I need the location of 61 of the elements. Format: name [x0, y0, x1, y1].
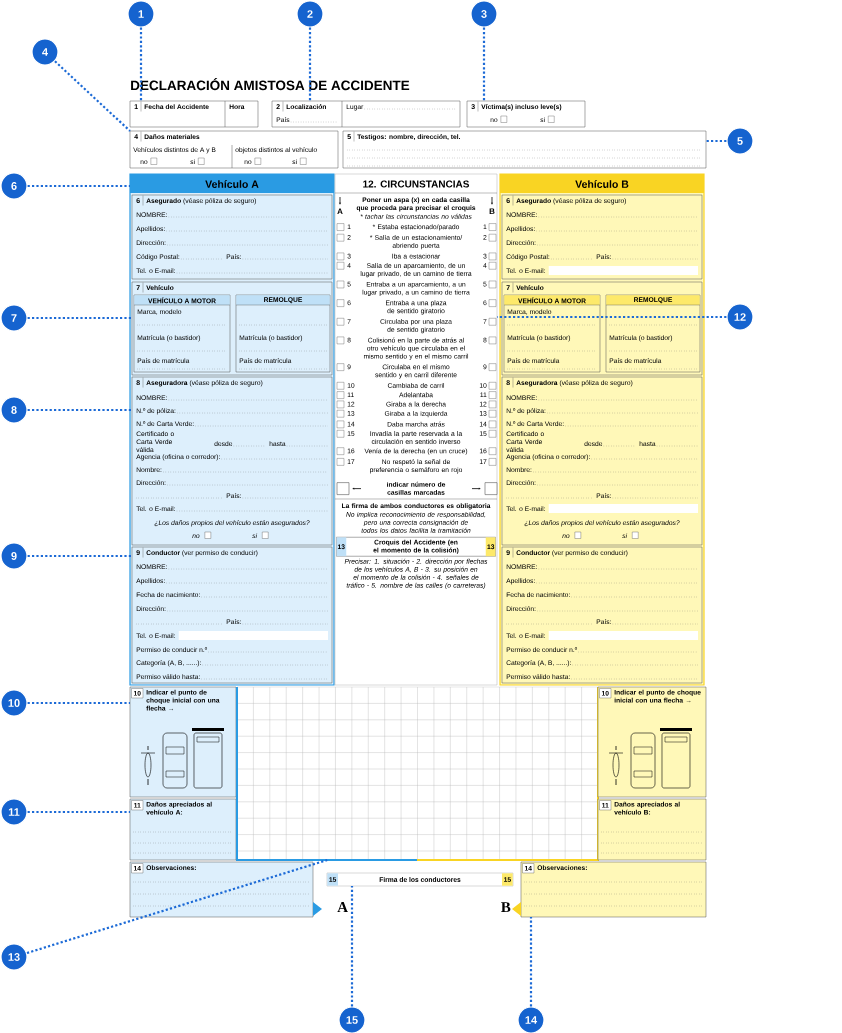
- callout-number: 14: [517, 1006, 545, 1033]
- form-section: [342, 130, 707, 169]
- callout-number: 8: [0, 396, 28, 424]
- leader-line: [54, 60, 131, 132]
- leader-line: [27, 810, 130, 814]
- section-bar: [336, 537, 496, 589]
- column-letter: B: [489, 208, 495, 214]
- form-section: [271, 100, 461, 128]
- callout-number: 9: [0, 542, 28, 570]
- form-subsection: [503, 294, 601, 373]
- callout-number: 3: [470, 0, 498, 28]
- column-heading: Vehículo A: [205, 180, 259, 188]
- column-letter: A: [337, 902, 348, 912]
- form-section: [466, 100, 586, 128]
- callout-number: 4: [31, 38, 59, 66]
- callout-number: 11: [0, 798, 28, 826]
- leader-line: [27, 408, 132, 412]
- callout-number: 15: [338, 1006, 366, 1033]
- leader-line: [27, 184, 130, 188]
- leader-line: [308, 27, 312, 101]
- form-section: [501, 194, 703, 280]
- circumstances-column: [334, 173, 498, 686]
- form-section: [129, 100, 259, 128]
- leader-line: [350, 886, 354, 1007]
- leader-line: [482, 27, 486, 101]
- signature-bar: [326, 872, 514, 887]
- callout-number: 7: [0, 304, 28, 332]
- form-section: [501, 546, 703, 684]
- callout-number: 1: [127, 0, 155, 28]
- leader-line: [529, 917, 533, 1007]
- callout-number: 10: [0, 689, 28, 717]
- leader-line: [27, 554, 132, 558]
- form-section: [129, 861, 322, 918]
- leader-line: [27, 701, 130, 705]
- form-section: [131, 546, 333, 684]
- form-section: [501, 376, 703, 546]
- leader-line: [139, 27, 143, 101]
- form-section: [129, 686, 237, 798]
- form-subsection: [235, 294, 331, 373]
- form-subsection: [133, 294, 231, 373]
- form-subsection: [605, 294, 701, 373]
- callout-number: 5: [726, 127, 754, 155]
- form-section: [131, 376, 333, 546]
- callout-number: 12: [726, 303, 754, 331]
- callout-number: 6: [0, 172, 28, 200]
- leader-line: [497, 315, 727, 319]
- leader-line: [27, 316, 132, 320]
- form-section: [597, 798, 707, 861]
- callout-number: 2: [296, 0, 324, 28]
- form-section: [512, 861, 707, 918]
- column-heading: 12. CIRCUNSTANCIAS: [363, 180, 470, 188]
- callout-number: 13: [0, 943, 28, 971]
- form-section: [129, 130, 339, 169]
- sketch-grid: [236, 686, 599, 861]
- column-letter: A: [337, 208, 343, 214]
- leader-line: [706, 139, 727, 143]
- form-section: [131, 194, 333, 280]
- column-letter: B: [501, 902, 511, 913]
- form-section: [597, 686, 707, 798]
- column-heading: Vehículo B: [575, 180, 629, 188]
- form-section: [129, 798, 237, 861]
